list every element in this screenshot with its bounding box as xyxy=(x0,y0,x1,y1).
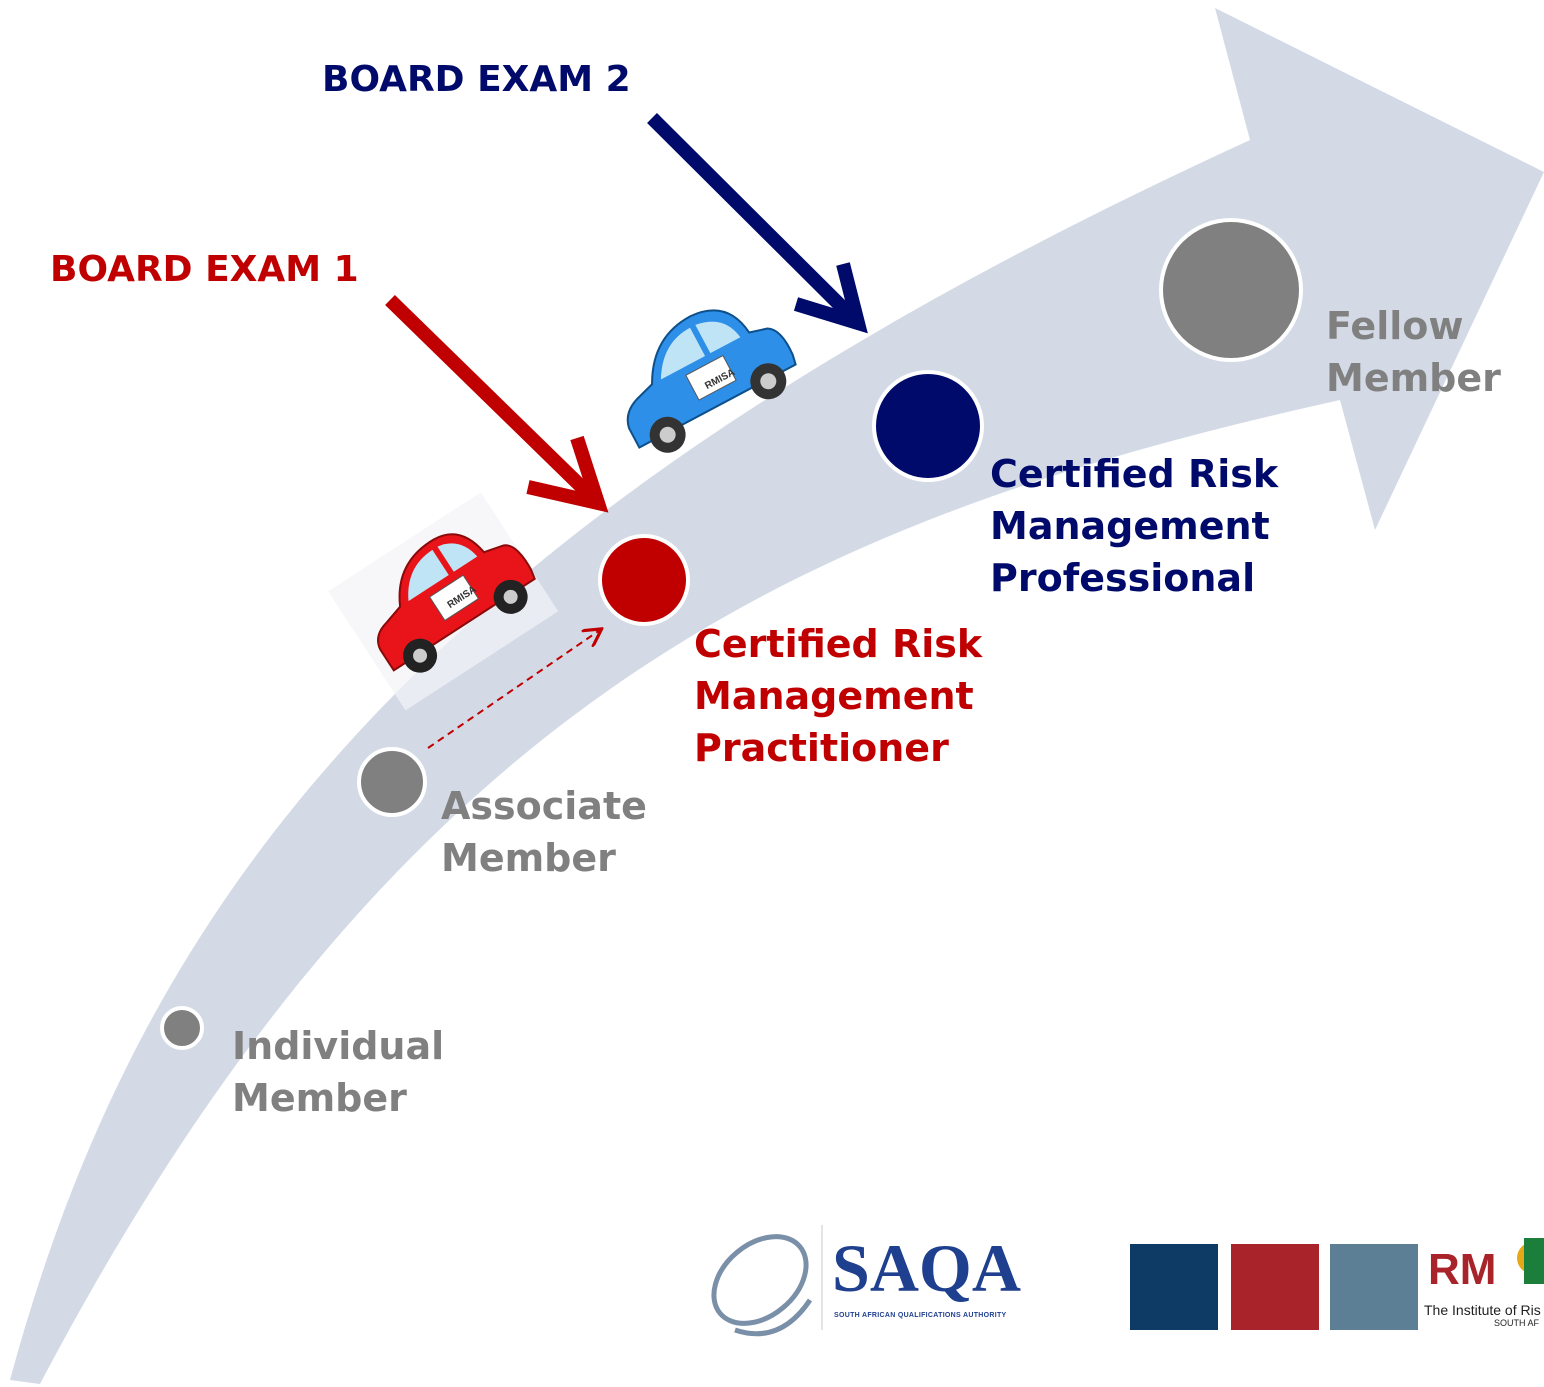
board-exam-1-arrow xyxy=(385,294,609,513)
swatch-slate xyxy=(1330,1244,1418,1330)
fellow-member-dot xyxy=(1159,218,1303,362)
associate-to-practitioner-dashed-arrow xyxy=(427,630,600,749)
red-car-icon xyxy=(328,492,559,711)
professional-dot xyxy=(872,370,984,482)
swatch-red xyxy=(1231,1244,1319,1330)
saqa-q-icon xyxy=(711,1234,813,1337)
board-exam-2-label: BOARD EXAM 2 xyxy=(322,59,631,100)
individual-member-dot xyxy=(160,1006,204,1050)
saqa-wordmark: SAQA xyxy=(832,1230,1021,1306)
board-exam-2-arrow xyxy=(647,113,868,334)
irmsa-wordmark: RM xyxy=(1428,1245,1497,1294)
practitioner-dot xyxy=(598,534,690,626)
irmsa-logo-mark xyxy=(1517,1238,1544,1284)
blue-car-icon xyxy=(626,309,797,453)
saqa-tagline: SOUTH AFRICAN QUALIFICATIONS AUTHORITY xyxy=(834,1312,1007,1319)
board-exam-1-label: BOARD EXAM 1 xyxy=(50,249,359,290)
associate-member-dot xyxy=(357,747,427,817)
irmsa-tagline-1: The Institute of Ris xyxy=(1424,1302,1541,1318)
progression-road-arrow xyxy=(10,8,1544,1384)
irmsa-tagline-2: SOUTH AF xyxy=(1494,1318,1540,1328)
swatch-navy xyxy=(1130,1244,1218,1330)
